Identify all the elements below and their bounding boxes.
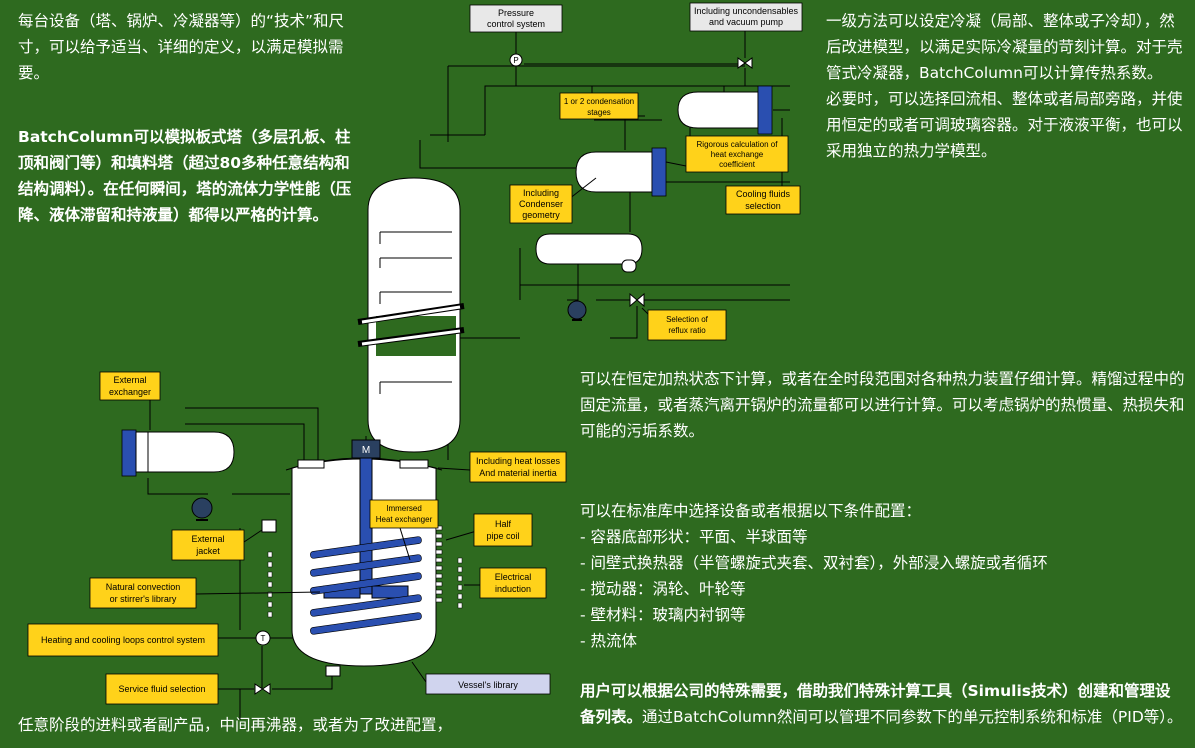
svg-text:External: External	[191, 534, 224, 544]
svg-text:geometry: geometry	[522, 210, 560, 220]
top-left-text: 每台设备（塔、锅炉、冷凝器等）的“技术”和尺寸，可以给予适当、详细的定义，以满足…	[18, 8, 363, 86]
svg-text:Heat exchanger: Heat exchanger	[376, 515, 433, 524]
label-cooling-fluids: Cooling fluids selection	[725, 185, 801, 215]
svg-text:induction: induction	[495, 584, 531, 594]
svg-text:stages: stages	[587, 108, 611, 117]
reflux-pump	[567, 300, 587, 321]
feed-text: 任意阶段的进料或者副产品，中间再沸器，或者为了改进配置，	[18, 716, 453, 734]
svg-text:reflux ratio: reflux ratio	[668, 326, 706, 335]
condenser-1	[575, 147, 667, 197]
svg-text:Natural convection: Natural convection	[106, 582, 181, 592]
svg-text:exchanger: exchanger	[109, 387, 151, 397]
svg-text:control system: control system	[487, 19, 545, 29]
svg-text:Selection of: Selection of	[666, 315, 709, 324]
label-loops-control: Heating and cooling loops control system	[27, 623, 219, 657]
list-item: - 间壁式换热器（半管螺旋式夹套、双衬套），外部浸入螺旋或者循环	[580, 554, 1048, 572]
exchanger-pump	[191, 497, 213, 521]
list-item: - 搅动器：涡轮、叶轮等	[580, 580, 746, 598]
condensation-text: 一级方法可以设定冷凝（局部、整体或子冷却），然后改进模型，以满足实际冷凝量的苛刻…	[826, 12, 1183, 82]
label-service-fluid: Service fluid selection	[105, 673, 219, 705]
svg-text:External: External	[113, 375, 146, 385]
svg-text:coefficient: coefficient	[719, 160, 756, 169]
label-uncondensables: Including uncondensables and vacuum pump	[689, 2, 803, 32]
reflux-valve	[629, 292, 645, 308]
svg-text:Vessel's library: Vessel's library	[458, 680, 518, 690]
piping-lines	[147, 30, 790, 720]
distillation-column	[357, 177, 465, 453]
label-reflux-ratio: Selection of reflux ratio	[647, 309, 727, 341]
label-condenser-geometry: Including Condenser geometry	[509, 184, 573, 224]
p-symbol: P	[513, 56, 518, 65]
equipment-list-block: 可以在标准库中选择设备或者根据以下条件配置： - 容器底部形状：平面、半球面等 …	[580, 498, 1185, 654]
label-external-exchanger: External exchanger	[99, 371, 161, 401]
list-intro: 可以在标准库中选择设备或者根据以下条件配置：	[580, 502, 922, 520]
induction-markers	[267, 551, 463, 618]
external-exchanger	[121, 429, 235, 477]
svg-text:Including: Including	[523, 188, 559, 198]
bottom-left-text: 任意阶段的进料或者副产品，中间再沸器，或者为了改进配置，	[18, 712, 563, 738]
t-symbol: T	[261, 634, 266, 643]
label-external-jacket: External jacket	[171, 529, 245, 561]
svg-text:Immersed: Immersed	[386, 504, 422, 513]
pid-text: 通过BatchColumn然间可以管理不同参数下的单元控制系统和标准（PID等）…	[642, 708, 1183, 726]
condenser-2	[677, 85, 773, 135]
service-valve	[254, 683, 271, 695]
label-electrical-induction: Electrical induction	[479, 567, 547, 599]
svg-text:Half: Half	[495, 519, 512, 529]
label-immersed-exchanger: Immersed Heat exchanger	[369, 499, 439, 529]
label-natural-convection: Natural convection or stirrer's library	[89, 577, 197, 609]
equipment-definition-text: 每台设备（塔、锅炉、冷凝器等）的“技术”和尺寸，可以给予适当、详细的定义，以满足…	[18, 12, 345, 82]
list-item: - 壁材料：玻璃内衬钢等	[580, 606, 746, 624]
svg-text:Electrical: Electrical	[495, 572, 532, 582]
svg-text:Service fluid selection: Service fluid selection	[118, 684, 205, 694]
custom-tools-text: 用户可以根据公司的特殊需要，借助我们特殊计算工具（Simulis技术）创建和管理…	[580, 682, 1171, 726]
svg-text:Including uncondensables: Including uncondensables	[694, 6, 799, 16]
svg-text:jacket: jacket	[195, 546, 220, 556]
bottom-right-text: 用户可以根据公司的特殊需要，借助我们特殊计算工具（Simulis技术）创建和管理…	[580, 678, 1185, 730]
column-text-block: BatchColumn可以模拟板式塔（多层孔板、柱顶和阀门等）和填料塔（超过80…	[18, 124, 363, 228]
svg-text:1 or 2 condensation: 1 or 2 condensation	[564, 97, 634, 106]
m-symbol: M	[362, 445, 370, 456]
label-heat-losses: Including heat losses And material inert…	[469, 451, 567, 483]
reflux-text: 必要时，可以选择回流相、整体或者局部旁路，并使用恒定的或者可调玻璃容器。对于液液…	[826, 90, 1183, 160]
top-right-text: 一级方法可以设定冷凝（局部、整体或子冷却），然后改进模型，以满足实际冷凝量的苛刻…	[826, 8, 1186, 164]
label-vessel-library: Vessel's library	[425, 673, 551, 695]
svg-text:Rigorous calculation of: Rigorous calculation of	[697, 140, 779, 149]
label-half-pipe-coil: Half pipe coil	[473, 513, 533, 547]
temperature-indicator: T	[255, 630, 271, 646]
list-item: - 热流体	[580, 632, 638, 650]
svg-text:Heating and cooling loops cont: Heating and cooling loops control system	[41, 635, 205, 645]
middle-right-text: 可以在恒定加热状态下计算，或者在全时段范围对各种热力装置仔细计算。精馏过程中的固…	[580, 366, 1185, 444]
label-pressure-control: Pressure control system	[469, 4, 563, 33]
svg-text:selection: selection	[745, 201, 781, 211]
svg-text:or stirrer's library: or stirrer's library	[110, 594, 177, 604]
reflux-drum	[535, 233, 643, 273]
svg-text:Condenser: Condenser	[519, 199, 563, 209]
label-condensation-stages: 1 or 2 condensation stages	[559, 92, 639, 120]
list-item: - 容器底部形状：平面、半球面等	[580, 528, 808, 546]
label-rigorous-calculation: Rigorous calculation of heat exchange co…	[685, 135, 789, 173]
svg-text:And material inertia: And material inertia	[479, 468, 557, 478]
heating-text: 可以在恒定加热状态下计算，或者在全时段范围对各种热力装置仔细计算。精馏过程中的固…	[580, 370, 1185, 440]
reactor-vessel: M	[261, 439, 443, 677]
vacuum-valve	[737, 57, 753, 69]
pressure-indicator: P	[509, 53, 523, 67]
svg-text:Cooling fluids: Cooling fluids	[736, 189, 791, 199]
column-description-text: BatchColumn可以模拟板式塔（多层孔板、柱顶和阀门等）和填料塔（超过80…	[18, 128, 352, 224]
svg-text:pipe coil: pipe coil	[486, 531, 519, 541]
svg-text:Pressure: Pressure	[498, 8, 534, 18]
svg-text:heat exchange: heat exchange	[711, 150, 764, 159]
svg-text:and vacuum pump: and vacuum pump	[709, 17, 783, 27]
svg-text:Including heat losses: Including heat losses	[476, 456, 561, 466]
